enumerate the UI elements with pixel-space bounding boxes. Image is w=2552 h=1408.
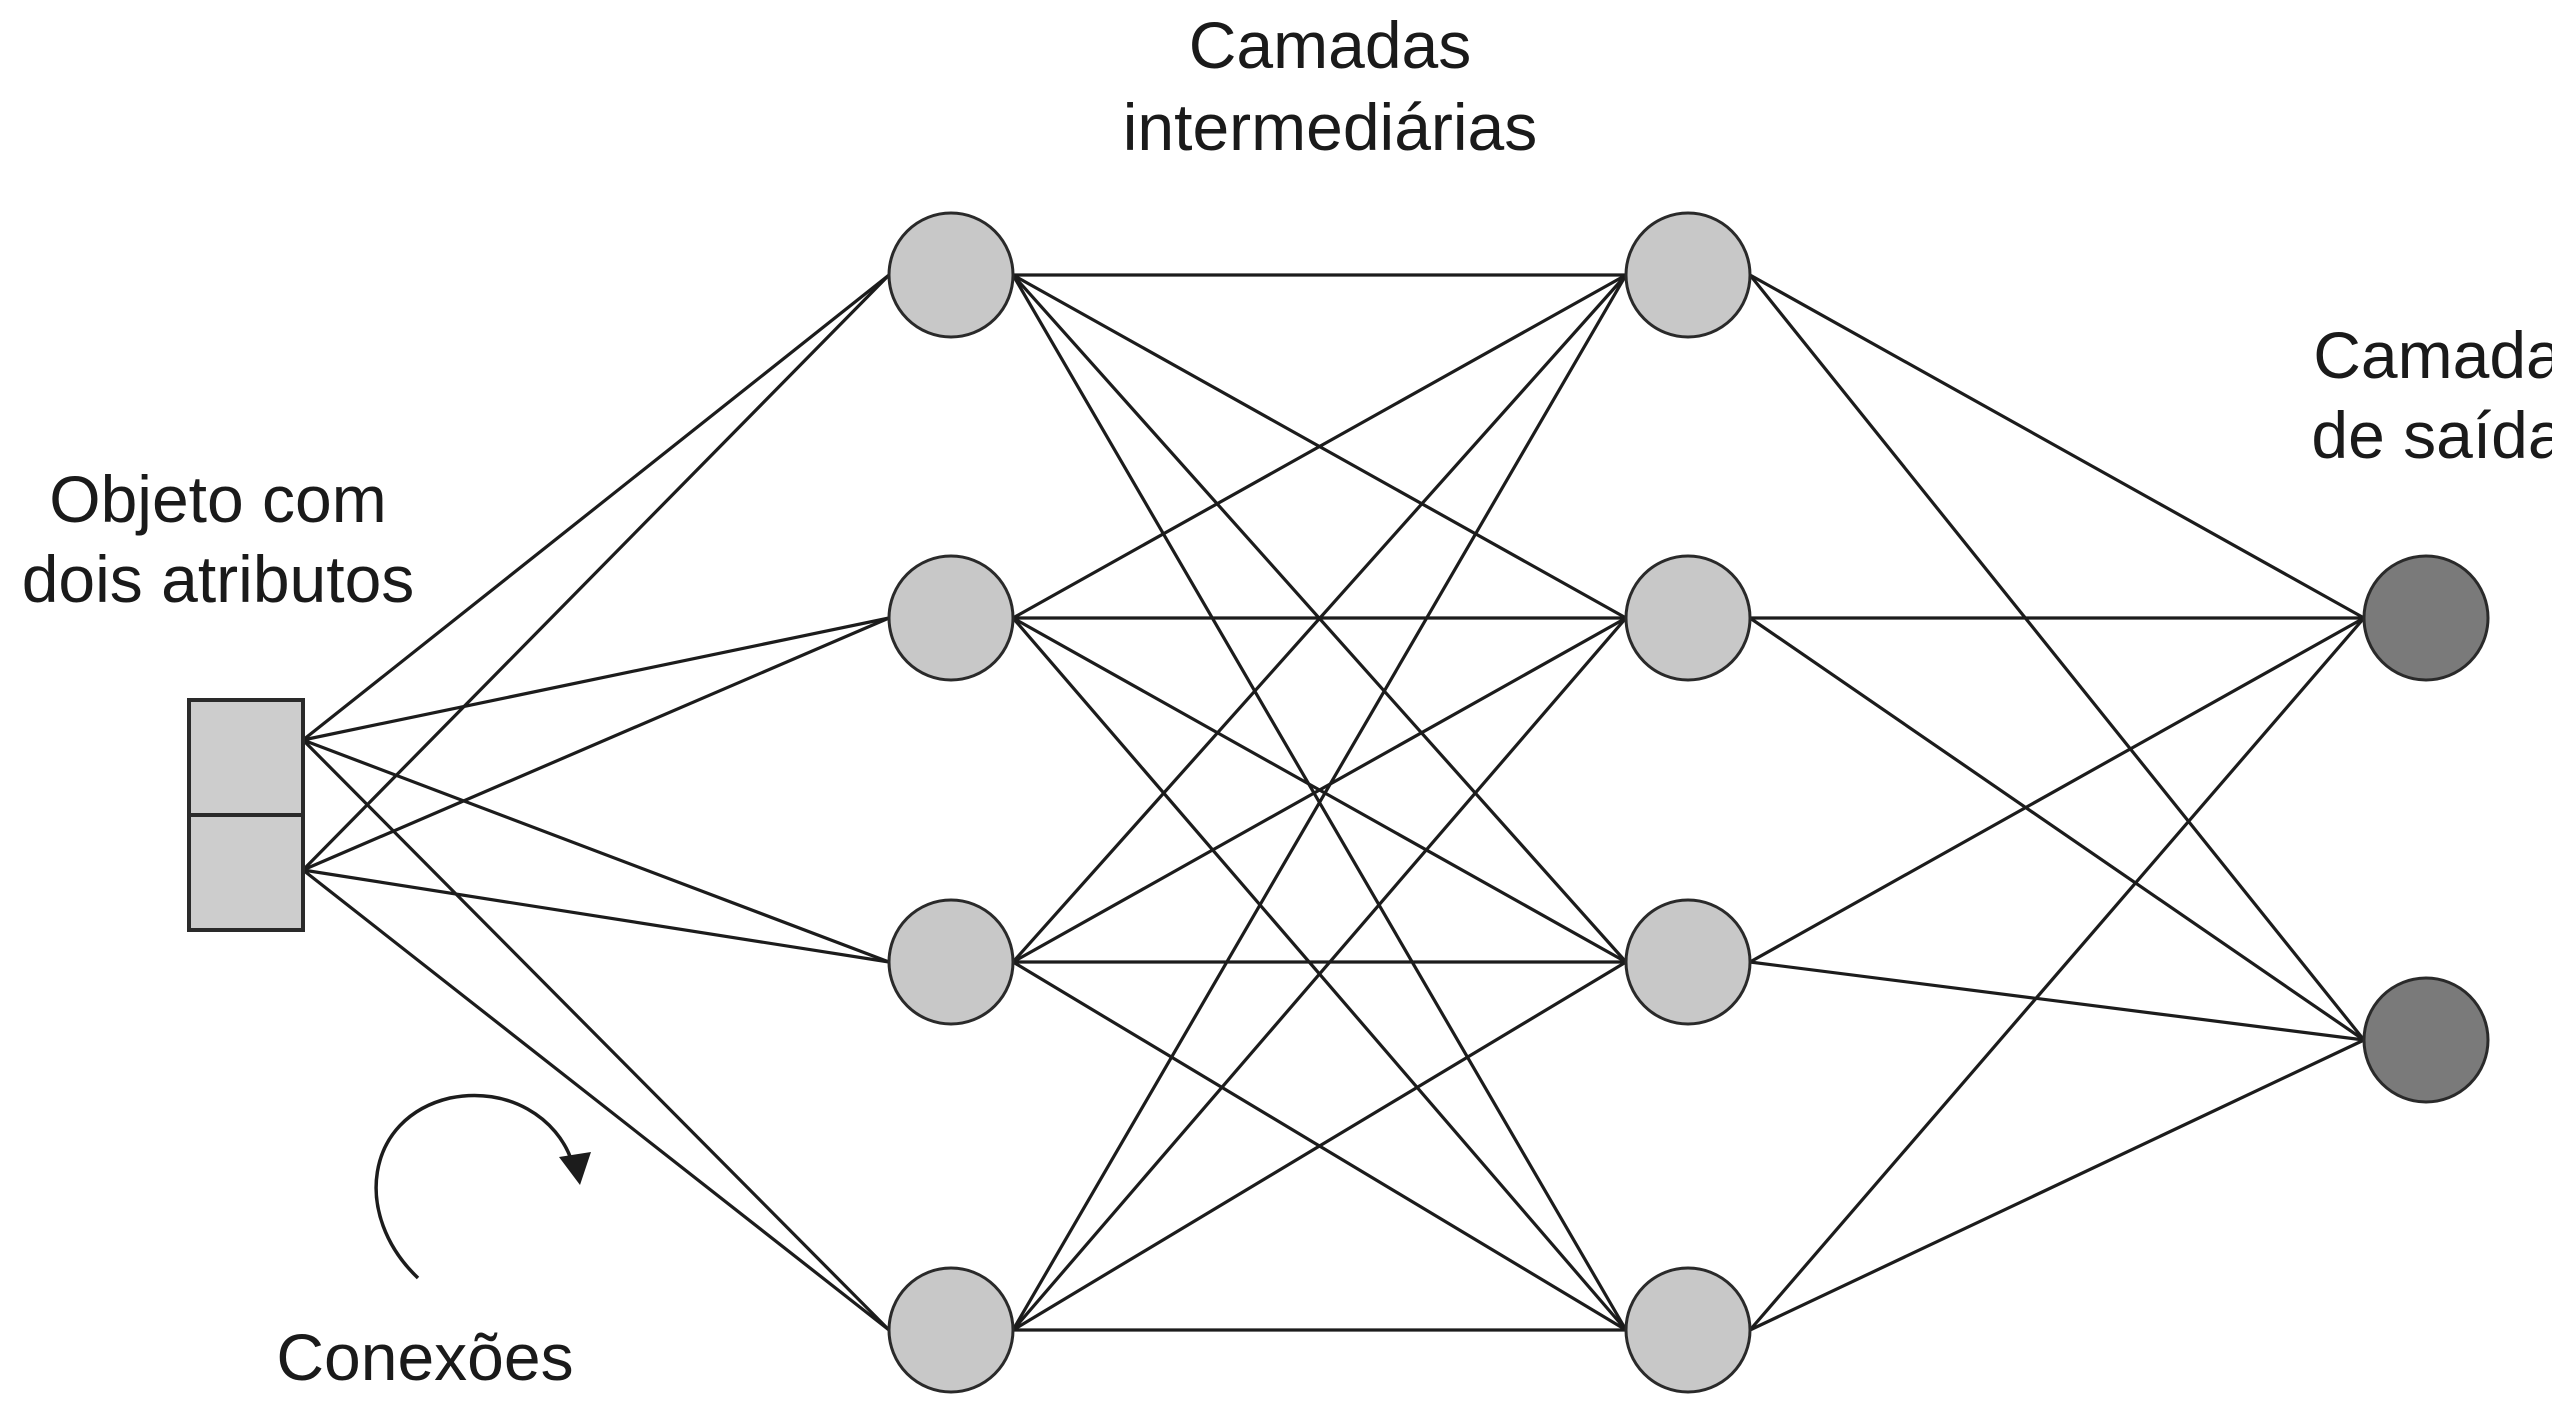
connections-label: Conexões bbox=[276, 1320, 573, 1394]
connection-h1n3-h2n1 bbox=[1011, 273, 1628, 964]
connection-h1n4-h2n2 bbox=[1011, 616, 1628, 1332]
output-layer-title-line2: de saída bbox=[2311, 398, 2552, 472]
connection-h2n2-out2 bbox=[1749, 616, 2365, 1042]
connection-h2n3-out1 bbox=[1749, 616, 2365, 964]
hidden-layer2-neuron-1 bbox=[1624, 211, 1752, 339]
connection-input1-h1n1 bbox=[302, 273, 890, 742]
output-layer-title-line1: Camada bbox=[2313, 318, 2552, 392]
connection-input2-h1n3 bbox=[302, 868, 890, 964]
hidden-layer2-neuron-3 bbox=[1624, 898, 1752, 1026]
connection-h1n4-h2n3 bbox=[1012, 960, 1627, 1332]
connection-input1-h1n3 bbox=[302, 738, 890, 964]
connection-h2n1-out1 bbox=[1749, 273, 2365, 620]
hidden-layers-title-line2: intermediárias bbox=[1123, 90, 1538, 164]
hidden-layers-title-line1: Camadas bbox=[1189, 8, 1471, 82]
input-object-title-line2: dois atributos bbox=[22, 542, 415, 616]
output-neuron-2 bbox=[2362, 976, 2490, 1104]
connection-h2n1-out2 bbox=[1748, 273, 2366, 1042]
connection-input1-h1n2 bbox=[302, 616, 890, 742]
connection-input2-h1n4 bbox=[302, 868, 890, 1332]
output-neuron-1 bbox=[2362, 554, 2490, 682]
connection-h2n4-out2 bbox=[1749, 1038, 2365, 1332]
hidden-layer2-neuron-4 bbox=[1624, 1266, 1752, 1394]
connection-h1n3-h2n2 bbox=[1012, 616, 1627, 964]
connection-h2n3-out2 bbox=[1749, 960, 2365, 1042]
input-object bbox=[187, 698, 305, 932]
connection-h2n4-out1 bbox=[1748, 616, 2366, 1332]
neurons-layer bbox=[887, 211, 2490, 1394]
connection-input2-h1n2 bbox=[302, 616, 890, 872]
connection-h1n2-h2n1 bbox=[1012, 273, 1627, 620]
hidden-layer1-neuron-4 bbox=[887, 1266, 1015, 1394]
hidden-layer1-neuron-3 bbox=[887, 898, 1015, 1026]
connection-input2-h1n1 bbox=[301, 273, 891, 872]
connection-input1-h1n4 bbox=[301, 738, 891, 1332]
hidden-layer1-neuron-2 bbox=[887, 554, 1015, 682]
attribute-2-box bbox=[187, 813, 305, 932]
input-object-title-line1: Objeto com bbox=[49, 462, 386, 536]
hidden-layer1-neuron-1 bbox=[887, 211, 1015, 339]
connection-h1n4-h2n1 bbox=[1011, 274, 1628, 1331]
hidden-layer2-neuron-2 bbox=[1624, 554, 1752, 682]
connections-arrow-icon bbox=[374, 1093, 591, 1280]
connections-layer bbox=[301, 273, 2366, 1332]
attribute-1-box bbox=[187, 698, 305, 817]
